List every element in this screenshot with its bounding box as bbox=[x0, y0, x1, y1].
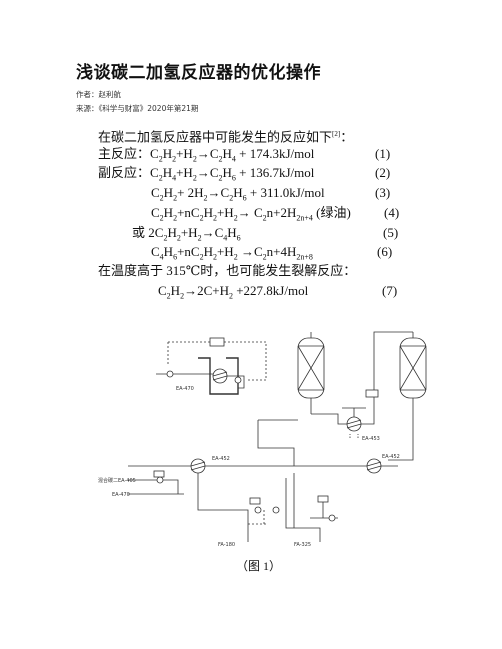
green-oil-note: (绿油) bbox=[316, 205, 351, 220]
reaction-6: C4H6+nC2H2+H2 →C2n+4H2n+8 (6) bbox=[151, 244, 393, 262]
label-ea452-left: EA-452 bbox=[212, 456, 230, 462]
instrument-box-feed bbox=[153, 470, 165, 478]
reaction-7: C2H2→2C+H2 +227.8kJ/mol (7) bbox=[158, 283, 398, 301]
label-mixed-feed: 混合碳二EA-405 bbox=[98, 477, 136, 484]
control-loop bbox=[167, 341, 267, 381]
instrument-box-lower-2 bbox=[317, 495, 329, 503]
eq-number-5: (5) bbox=[383, 225, 399, 240]
label-fa180: FA-180 bbox=[218, 542, 235, 548]
instrument-box-mid bbox=[365, 389, 379, 398]
label-ea452-right: EA-452 bbox=[382, 454, 400, 460]
process-flow-diagram: EA-470 EA-452 EA-453 EA-452 混合碳二EA-405 E… bbox=[98, 331, 427, 548]
reaction-2: 副反应：C2H4+H2→C2H6 + 136.7kJ/mol (2) bbox=[98, 165, 391, 183]
author-line: 作者：赵利航 bbox=[76, 90, 121, 99]
valve-lower-2 bbox=[272, 506, 280, 514]
source-line: 来源：《科学与财富》2020年第21期 bbox=[76, 104, 199, 113]
heat-exchanger-ea452-left bbox=[190, 458, 206, 474]
branch-fa325 bbox=[285, 473, 321, 542]
reaction-3: C2H2+ 2H2→C2H6 + 311.0kJ/mol (3) bbox=[151, 185, 391, 203]
high-temp-line: 在温度高于 315℃时，也可能发生裂解反应： bbox=[98, 263, 357, 278]
label-fa325: FA-325 bbox=[294, 542, 311, 548]
valve-lower-1 bbox=[254, 506, 262, 514]
figure-caption: （图 1） bbox=[236, 559, 282, 573]
reaction-5: 或 2C2H2+H2→C4H6 (5) bbox=[132, 225, 399, 243]
eq-number-6: (6) bbox=[377, 244, 393, 259]
valve-feed bbox=[156, 476, 164, 484]
valve-left bbox=[166, 370, 174, 378]
intercooler-ea453 bbox=[346, 416, 362, 432]
eq-number-4: (4) bbox=[384, 205, 400, 220]
reaction-1: 主反应：C2H2+H2→C2H4 + 174.3kJ/mol (1) bbox=[98, 146, 391, 164]
valve-right bbox=[234, 376, 242, 384]
eq-number-2: (2) bbox=[375, 165, 391, 180]
mixed-feed-line bbox=[128, 479, 184, 495]
citation-ref: [2] bbox=[332, 130, 341, 138]
feed-line-left bbox=[156, 373, 245, 389]
heat-exchanger-ea470 bbox=[212, 368, 228, 384]
valve-lower-3 bbox=[328, 514, 336, 522]
branch-fa180 bbox=[197, 473, 249, 542]
eq-number-3: (3) bbox=[375, 185, 391, 200]
eq-number-7: (7) bbox=[382, 283, 398, 298]
eq-number-1: (1) bbox=[375, 146, 391, 161]
paper-title: 浅谈碳二加氢反应器的优化操作 bbox=[76, 63, 321, 83]
heat-exchanger-ea452-right bbox=[366, 458, 382, 474]
intro-line: 在碳二加氢反应器中可能发生的反应如下[2]： bbox=[98, 129, 354, 145]
label-ea470-bottom: EA-470 bbox=[112, 492, 130, 498]
label-ea470-top: EA-470 bbox=[176, 386, 194, 392]
label-ea453: EA-453 bbox=[362, 436, 380, 442]
instrument-box-lower-1 bbox=[249, 497, 261, 505]
main-process-line bbox=[128, 426, 414, 467]
instrument-box-top bbox=[209, 337, 225, 347]
reaction-4: C2H2+nC2H2+H2→ C2n+2H2n+4 (绿油) (4) bbox=[151, 205, 400, 223]
